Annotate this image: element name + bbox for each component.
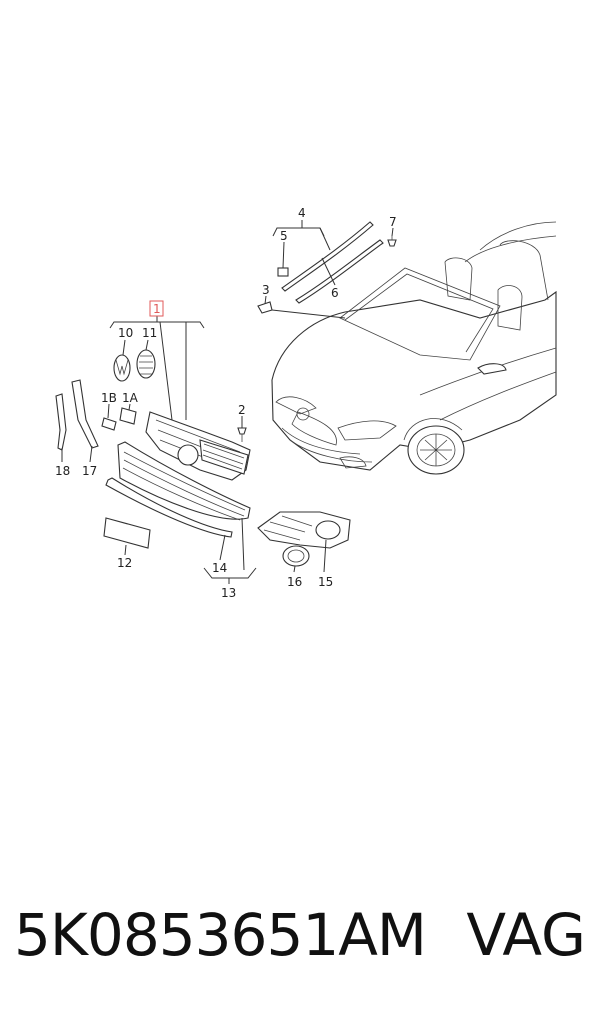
callout-1b: 1B [101,391,117,405]
side-trim-part-18 [55,393,67,451]
callout-12: 12 [117,556,132,570]
lower-grille-part-13 [117,441,251,521]
leader-lines [61,220,394,584]
callout-13: 13 [221,586,236,600]
callout-1a: 1A [122,391,139,405]
callout-1-highlight [149,300,164,317]
callout-10: 10 [118,326,133,340]
screw-part-2 [237,427,247,442]
callout-6: 6 [331,286,339,300]
brand-name: VAG [466,901,586,969]
licence-plate-part-12 [103,517,151,549]
moulding-strip-6 [281,221,384,304]
trim-strip-part-14 [105,477,233,538]
callout-7: 7 [389,215,397,229]
trim-part-1b [101,417,117,431]
trim-part-1a [119,407,137,425]
callout-1: 1 [153,302,161,316]
callout-16: 16 [287,575,302,589]
footer-bar: 5K0853651AM VAG [0,900,600,980]
callout-5: 5 [280,229,288,243]
fog-ring-part-16 [282,545,310,567]
screw-part-7 [387,236,397,247]
callout-4: 4 [298,206,306,220]
vw-emblem-part-10 [113,354,131,382]
side-trim-part-17 [71,379,99,449]
callout-17: 17 [82,464,97,478]
emblem-carrier-part-11 [136,349,156,379]
callout-11: 11 [142,326,157,340]
callout-15: 15 [318,575,333,589]
fog-grille-part-15 [257,511,351,549]
clip-part-5 [277,267,289,277]
bracket-part-3 [257,301,346,319]
callout-14: 14 [212,561,227,575]
parts-diagram: 1 10 11 1B 1A 2 3 4 5 6 7 12 14 13 16 15… [55,206,557,600]
car-illustration [271,221,557,475]
part-number: 5K0853651AM [14,901,427,969]
callout-3: 3 [262,283,270,297]
callout-18: 18 [55,464,70,478]
radiator-grille-part-1 [145,411,251,481]
callout-2: 2 [238,403,246,417]
